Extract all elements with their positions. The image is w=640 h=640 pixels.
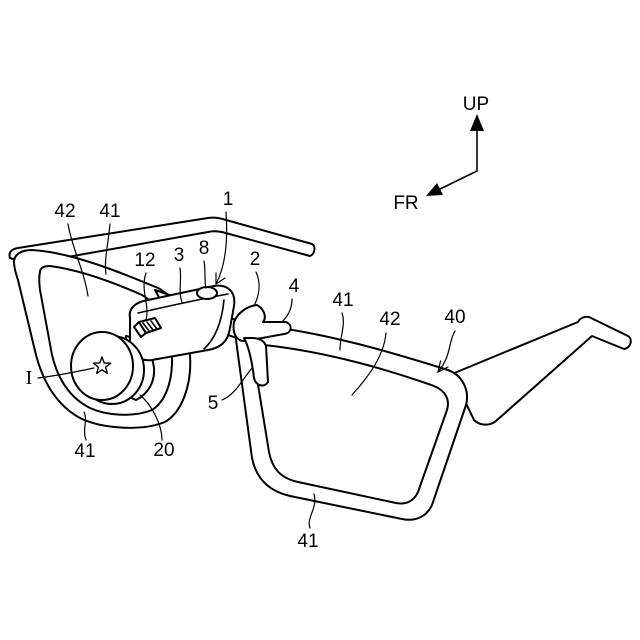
numeral-3: 3: [174, 245, 185, 266]
numeral-5: 5: [208, 393, 219, 414]
leader-40: [438, 331, 455, 372]
numeral-4: 4: [289, 276, 300, 297]
near-temple: [452, 317, 631, 425]
leader-4: [282, 299, 292, 322]
leader-8: [204, 261, 206, 288]
numeral-42-far: 42: [54, 201, 75, 222]
front-label: FR: [393, 193, 418, 214]
up-arrow-head: [470, 114, 484, 131]
device-knob: [197, 287, 217, 299]
numeral-40: 40: [444, 307, 465, 328]
front-arrow-shaft: [438, 171, 477, 190]
numeral-1: 1: [223, 189, 234, 210]
numeral-42-near: 42: [379, 309, 400, 330]
numeral-12: 12: [134, 250, 155, 271]
numeral-41-near-bottom: 41: [297, 531, 318, 552]
numeral-2: 2: [250, 249, 261, 270]
numeral-41-far-top: 41: [99, 201, 120, 222]
numeral-20: 20: [153, 440, 174, 461]
direction-indicator: UP FR: [393, 94, 489, 214]
numeral-41-far-bottom: 41: [74, 441, 95, 462]
numeral-I: I: [26, 367, 33, 389]
leader-2: [254, 272, 259, 306]
up-label: UP: [463, 94, 489, 115]
numeral-8: 8: [199, 238, 210, 259]
numeral-41-near-top: 41: [332, 290, 353, 311]
